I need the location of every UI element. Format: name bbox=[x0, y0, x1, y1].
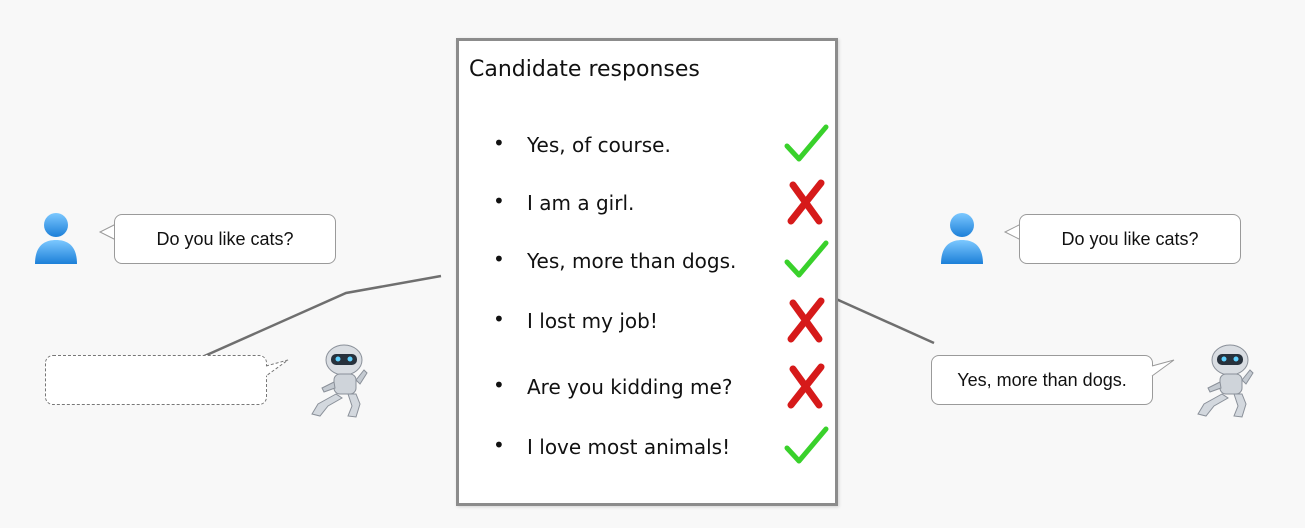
candidate-item: • I am a girl. bbox=[459, 179, 835, 225]
user-message: Do you like cats? bbox=[1061, 228, 1199, 249]
check-icon bbox=[784, 240, 829, 278]
robot-icon bbox=[1190, 340, 1262, 418]
cross-icon bbox=[787, 297, 825, 343]
candidate-item: • I love most animals! bbox=[459, 426, 835, 467]
candidate-text: I am a girl. bbox=[527, 191, 635, 215]
candidate-item: • Are you kidding me? bbox=[459, 363, 835, 409]
bullet: • bbox=[493, 433, 505, 457]
bot-reply: Yes, more than dogs. bbox=[957, 369, 1127, 390]
check-icon bbox=[784, 426, 829, 464]
candidate-text: I lost my job! bbox=[527, 309, 658, 333]
candidate-item: • I lost my job! bbox=[459, 297, 835, 343]
bullet: • bbox=[493, 131, 505, 155]
user-icon bbox=[32, 210, 80, 266]
candidate-responses-panel: Candidate responses • Yes, of course. • … bbox=[456, 38, 838, 506]
bot-reply-bubble-empty bbox=[45, 355, 267, 405]
user-speech-bubble: Do you like cats? bbox=[1019, 214, 1241, 264]
bullet: • bbox=[493, 307, 505, 331]
candidate-text: Are you kidding me? bbox=[527, 375, 733, 399]
user-icon bbox=[938, 210, 986, 266]
panel-title: Candidate responses bbox=[469, 57, 700, 82]
candidate-text: I love most animals! bbox=[527, 435, 731, 459]
candidate-list: • Yes, of course. • I am a girl. • Yes, … bbox=[459, 41, 835, 503]
candidate-item: • Yes, more than dogs. bbox=[459, 240, 835, 281]
candidate-text: Yes, more than dogs. bbox=[527, 249, 737, 273]
robot-icon bbox=[304, 340, 376, 418]
user-speech-bubble: Do you like cats? bbox=[114, 214, 336, 264]
candidate-text: Yes, of course. bbox=[527, 133, 671, 157]
bullet: • bbox=[493, 373, 505, 397]
check-icon bbox=[784, 124, 829, 162]
bullet: • bbox=[493, 189, 505, 213]
bullet: • bbox=[493, 247, 505, 271]
bot-reply-bubble: Yes, more than dogs. bbox=[931, 355, 1153, 405]
cross-icon bbox=[787, 179, 825, 225]
user-message: Do you like cats? bbox=[156, 228, 294, 249]
candidate-item: • Yes, of course. bbox=[459, 124, 835, 165]
cross-icon bbox=[787, 363, 825, 409]
